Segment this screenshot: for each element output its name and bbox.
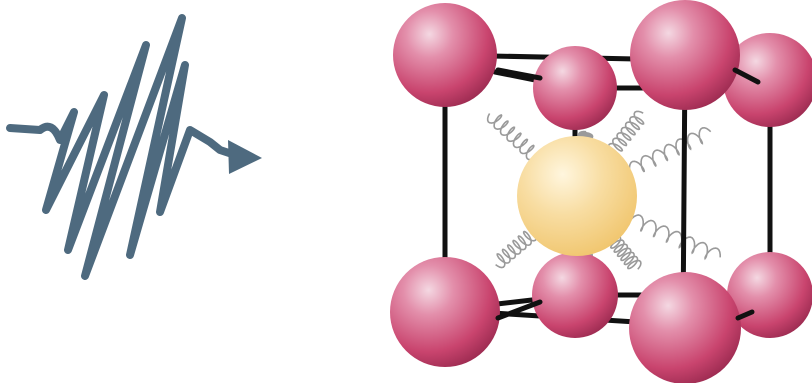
spring [627,214,721,261]
corner-atom [533,46,617,130]
crystal-lattice [390,0,812,383]
edge [732,67,761,85]
spring [606,235,642,270]
wave-pulse-arrow-icon [6,14,262,280]
spring [495,226,538,269]
spring [486,113,542,161]
spring [607,110,645,158]
corner-atom [532,252,618,338]
corner-atom [727,252,812,338]
corner-atom [630,0,740,110]
center-atom [517,136,637,256]
corner-atom [393,3,497,107]
corner-atom [723,33,812,127]
spring [628,126,712,178]
edge [495,299,543,321]
corner-atom [629,272,741,383]
corner-atom [390,257,500,367]
front-edge-stubs [495,67,761,321]
edge [735,309,755,321]
edge [495,67,543,81]
